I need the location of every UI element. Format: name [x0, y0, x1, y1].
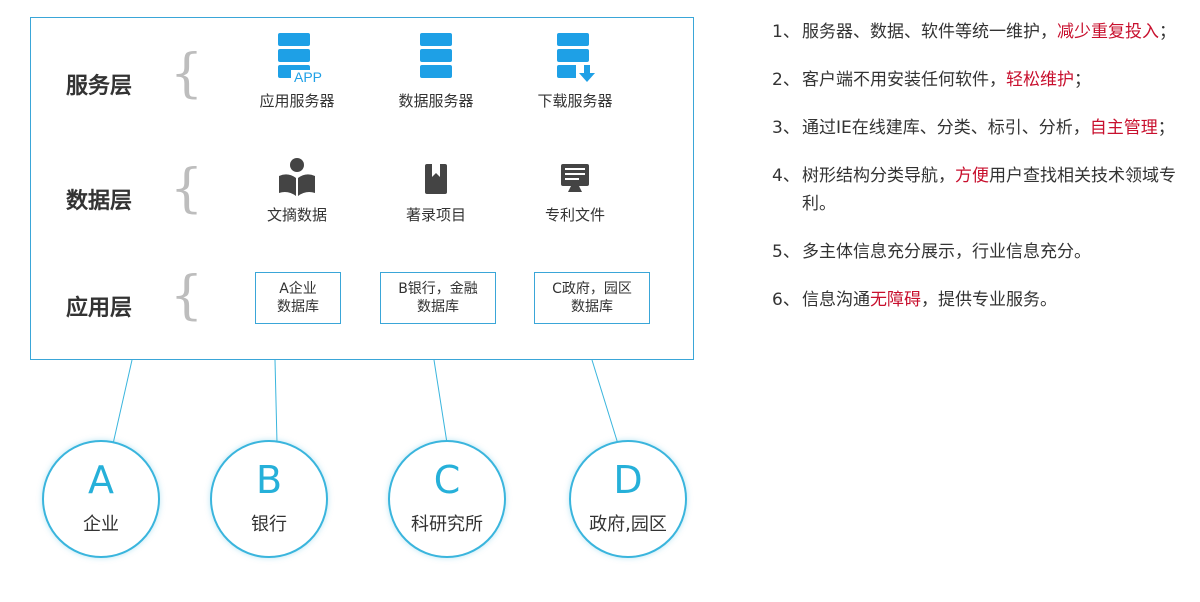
node-letter: D	[613, 458, 643, 502]
node-name: 科研究所	[411, 514, 483, 535]
node-letter: A	[88, 458, 114, 502]
enterprise-database-box: A企业 数据库	[255, 272, 341, 324]
feature-text: 多主体信息充分展示，行业信息充分。	[802, 242, 1091, 262]
feature-number: 4、	[772, 166, 800, 186]
abstract-data-item: 文摘数据	[227, 146, 367, 225]
abstract-data-label: 文摘数据	[266, 206, 327, 224]
connector-line-c	[433, 359, 448, 444]
feature-text: 树形结构分类导航，	[802, 166, 955, 186]
feature-number: 2、	[772, 70, 800, 90]
feature-number: 1、	[772, 22, 800, 42]
box-line: C政府，园区	[552, 281, 632, 297]
feature-item: 3、通过IE在线建库、分类、标引、分析，自主管理；	[772, 114, 1192, 142]
box-line: A企业	[279, 281, 317, 297]
connector-line-b	[274, 359, 278, 444]
feature-highlight: 无障碍	[870, 290, 921, 310]
feature-list: 1、服务器、数据、软件等统一维护，减少重复投入； 2、客户端不用安装任何软件，轻…	[772, 18, 1192, 334]
patent-file-label: 专利文件	[544, 206, 605, 224]
database-server-label: 数据服务器	[398, 92, 474, 110]
feature-highlight: 方便	[955, 166, 989, 186]
app-badge: APP	[294, 69, 322, 84]
feature-text: 服务器、数据、软件等统一维护，	[802, 22, 1057, 42]
feature-suffix: ；	[1159, 22, 1176, 42]
node-enterprise: A 企业	[42, 440, 160, 558]
feature-suffix: ；	[1157, 118, 1175, 138]
node-letter: B	[255, 458, 283, 502]
node-bank: B 银行	[210, 440, 328, 558]
document-monitor-icon	[561, 164, 589, 192]
bibliographic-item: 著录项目	[366, 146, 506, 225]
feature-text: 客户端不用安装任何软件，	[802, 70, 1006, 90]
feature-item: 1、服务器、数据、软件等统一维护，减少重复投入；	[772, 18, 1192, 46]
brace-icon: {	[170, 159, 204, 219]
download-server-icon	[557, 33, 596, 84]
node-letter: C	[433, 458, 461, 502]
feature-item: 5、多主体信息充分展示，行业信息充分。	[772, 238, 1192, 266]
download-server-label: 下载服务器	[537, 92, 613, 110]
node-government: D 政府,园区	[569, 440, 687, 558]
patent-file-item: 专利文件	[505, 146, 645, 225]
download-server-item: 下载服务器	[505, 32, 645, 111]
brace-icon: {	[170, 266, 204, 326]
layer-label-service: 服务层	[66, 74, 133, 99]
feature-item: 2、客户端不用安装任何软件，轻松维护；	[772, 66, 1192, 94]
feature-text: 通过IE在线建库、分类、标引、分析，	[802, 118, 1090, 138]
bookmark-book-icon	[425, 164, 447, 194]
feature-highlight: 轻松维护	[1006, 70, 1074, 90]
box-line: 数据库	[277, 299, 319, 315]
node-name: 政府,园区	[589, 514, 667, 535]
layer-label-application: 应用层	[66, 296, 133, 321]
feature-number: 5、	[772, 242, 800, 262]
node-name: 企业	[83, 514, 119, 535]
brace-icon: {	[170, 44, 204, 104]
reader-icon	[279, 158, 315, 196]
feature-text: 信息沟通	[802, 290, 870, 310]
database-server-item: 数据服务器	[366, 32, 506, 111]
feature-highlight: 自主管理	[1089, 118, 1158, 138]
box-line: 数据库	[571, 299, 613, 315]
node-name: 银行	[251, 514, 287, 535]
database-server-icon	[420, 33, 452, 78]
node-research: C 科研究所	[388, 440, 506, 558]
feature-number: 3、	[772, 118, 800, 138]
box-line: B银行，金融	[398, 281, 478, 297]
government-database-box: C政府，园区 数据库	[534, 272, 650, 324]
app-server-item: APP 应用服务器	[227, 32, 367, 111]
connector-line-a	[112, 359, 133, 445]
connector-line-d	[591, 359, 619, 445]
feature-suffix: ，提供专业服务。	[921, 290, 1057, 310]
feature-suffix: ；	[1074, 70, 1091, 90]
feature-suffix: 用户查找相关技术领域专利。	[802, 166, 1176, 214]
box-line: 数据库	[417, 299, 459, 315]
bibliographic-label: 著录项目	[405, 206, 466, 224]
feature-item: 6、信息沟通无障碍，提供专业服务。	[772, 286, 1192, 314]
bank-database-box: B银行，金融 数据库	[380, 272, 496, 324]
feature-item: 4、树形结构分类导航，方便用户查找相关技术领域专利。	[772, 162, 1192, 218]
app-server-icon: APP	[278, 33, 325, 84]
layer-label-data: 数据层	[66, 189, 133, 214]
feature-highlight: 减少重复投入	[1057, 22, 1159, 42]
feature-number: 6、	[772, 290, 800, 310]
app-server-label: 应用服务器	[259, 92, 335, 110]
